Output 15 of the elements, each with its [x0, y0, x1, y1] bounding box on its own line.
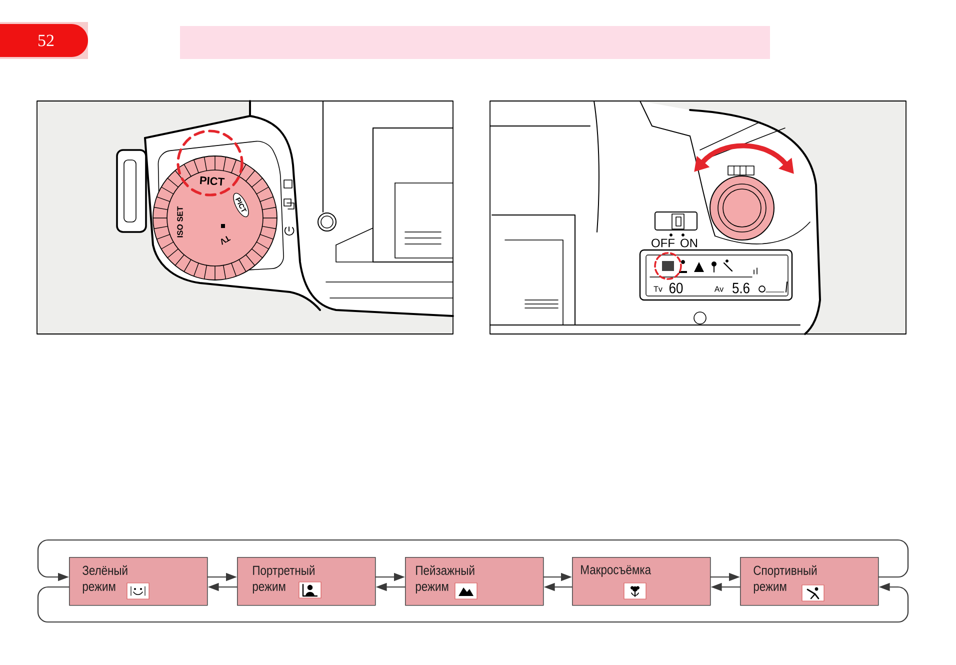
mode-box: Пейзажный режим	[405, 557, 544, 606]
mode-box: Спортивный режим	[740, 557, 879, 606]
lcd-readout: Tv	[654, 286, 662, 292]
dial-label: TV	[221, 236, 231, 245]
lcd-readout: Av	[714, 286, 724, 292]
dial-label: ISO SET	[177, 206, 183, 238]
dial-label: PICT	[200, 176, 225, 186]
mode-box: Портретный режим	[237, 557, 376, 606]
lcd-readout: 5.6	[732, 282, 750, 294]
lcd-readout: 60	[670, 282, 683, 294]
mode-box: Зелёный режим	[69, 557, 208, 606]
switch-label: ON	[680, 238, 698, 248]
mode-box: Макросъёмка	[572, 557, 711, 606]
page-number: 52	[0, 22, 88, 59]
switch-label: OFF	[652, 238, 675, 248]
